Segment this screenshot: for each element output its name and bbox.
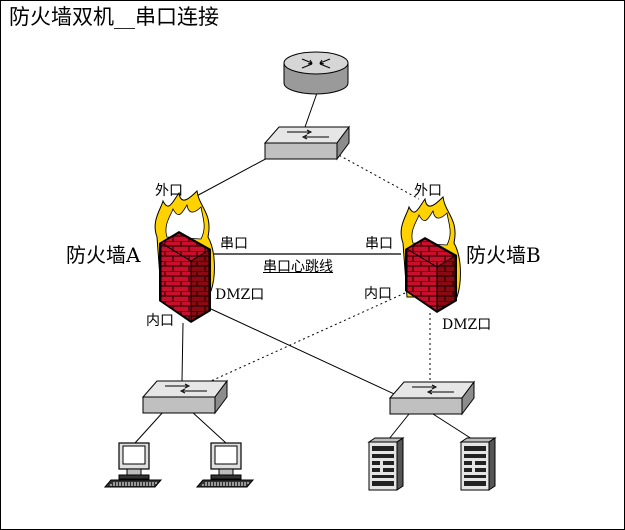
firewall-a-outer-label: 外口 [155,183,183,199]
firewall-b-serial-label: 串口 [365,236,393,252]
heartbeat-label: 串口心跳线 [263,259,333,275]
firewall-icon [154,189,215,323]
computer-icon [104,442,162,488]
connection-lines [134,92,473,444]
firewall-b-dmz-label: DMZ口 [442,317,492,333]
link-switch-firewall-a [190,155,272,200]
server-icon [368,437,404,491]
link-switch-firewall-b [334,152,420,200]
router-icon [283,51,349,95]
switch-icon [142,380,228,414]
link-firewall-a-dmz-switch [210,308,406,400]
page-title: 防火墙双机__串口连接 [9,5,219,29]
link-inner-switch-pc-2 [190,410,227,444]
firewall-a-serial-label: 串口 [220,236,248,252]
firewall-icon [400,195,461,313]
switch-icon [389,381,475,415]
server-icon [460,437,496,491]
link-inner-switch-pc-1 [134,410,165,444]
firewall-b-name: 防火墙B [466,243,541,267]
switch-icon [264,126,350,160]
link-dmz-switch-server-2 [432,413,473,440]
firewall-b-inner-label: 内口 [364,286,392,302]
link-firewall-a-inner-switch [181,322,184,382]
firewall-b-outer-label: 外口 [414,183,442,199]
computer-icon [196,442,254,488]
link-dmz-switch-server-1 [388,413,410,440]
link-firewall-b-inner-switch [210,292,406,382]
firewall-a-inner-label: 内口 [146,313,174,329]
firewall-a-name: 防火墙A [66,243,141,267]
firewall-a-dmz-label: DMZ口 [215,287,265,303]
link-router-switch [304,92,318,128]
